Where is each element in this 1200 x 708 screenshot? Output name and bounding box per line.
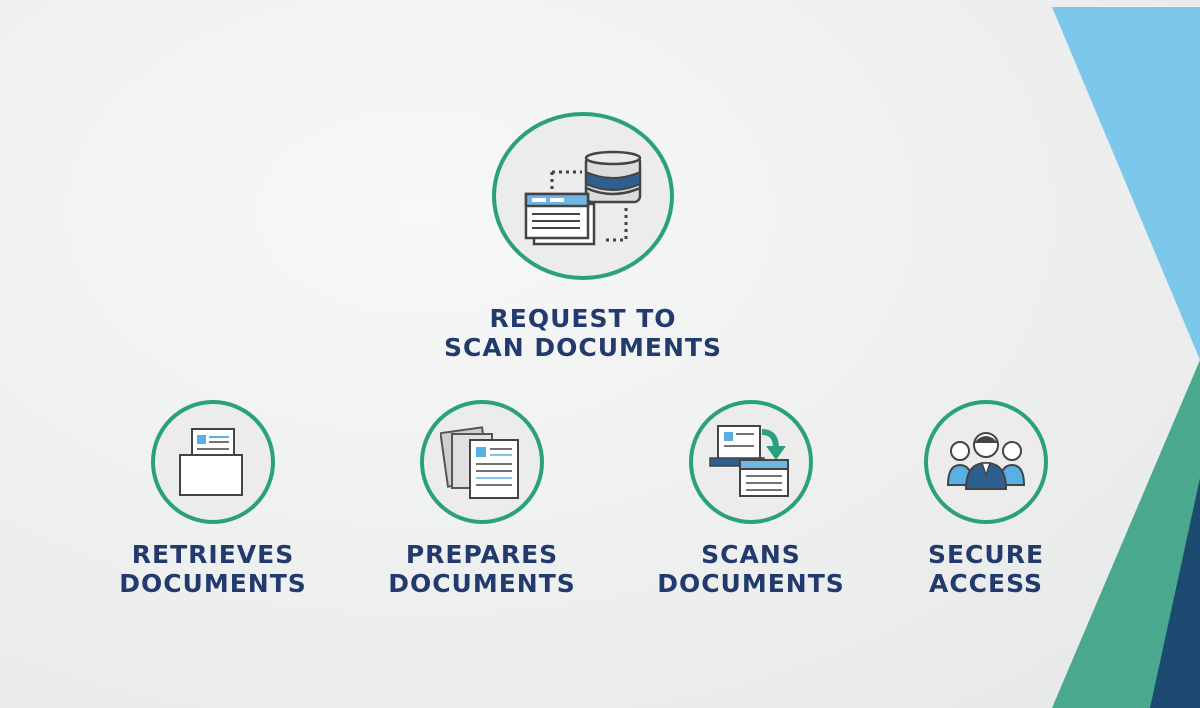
step-prepares-line1: PREPARES [405, 540, 559, 569]
step-scans-line2: DOCUMENTS [657, 569, 845, 598]
top-node-label-line1: REQUEST TO [489, 304, 677, 333]
database-window-icon [524, 150, 642, 246]
top-node-label: REQUEST TO SCAN DOCUMENTS [433, 304, 733, 362]
step-retrieves-circle [151, 400, 275, 524]
step-secure-line2: ACCESS [928, 569, 1043, 598]
document-stack-icon [440, 426, 519, 499]
step-retrieves-line2: DOCUMENTS [119, 569, 307, 598]
top-node-label-line2: SCAN DOCUMENTS [444, 333, 722, 362]
document-in-folder-icon [179, 428, 243, 496]
step-secure-line1: SECURE [927, 540, 1045, 569]
scan-download-icon [709, 425, 789, 497]
step-retrieves-line1: RETRIEVES [131, 540, 295, 569]
step-retrieves-label: RETRIEVES DOCUMENTS [103, 540, 323, 598]
users-group-icon [946, 432, 1026, 490]
step-scans-line1: SCANS [701, 540, 801, 569]
teal-triangle [1052, 360, 1200, 708]
step-prepares-label: PREPARES DOCUMENTS [372, 540, 592, 598]
step-secure-label: SECURE ACCESS [876, 540, 1096, 598]
light-blue-triangle [1052, 7, 1200, 360]
step-scans-label: SCANS DOCUMENTS [641, 540, 861, 598]
dark-navy-triangle [1150, 478, 1200, 708]
step-prepares-line2: DOCUMENTS [388, 569, 576, 598]
step-prepares-circle [420, 400, 544, 524]
